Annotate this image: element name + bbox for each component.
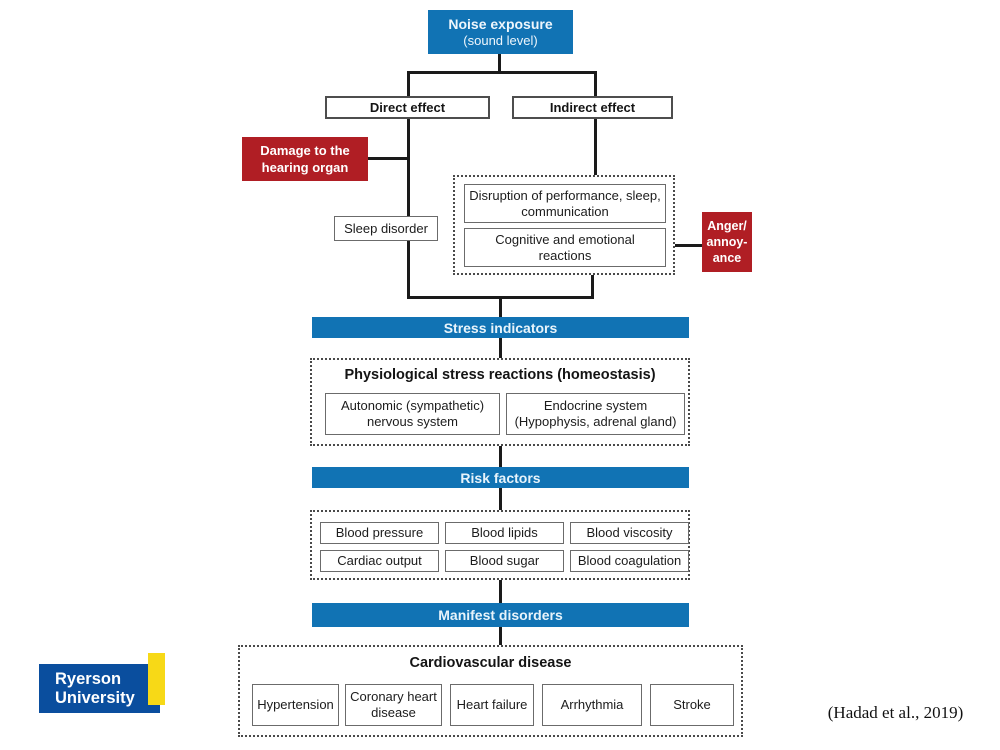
ryerson-logo-yellow-bar <box>148 653 165 705</box>
connector-anger <box>675 244 702 247</box>
noise-exposure-subtitle: (sound level) <box>463 33 538 48</box>
cardiovascular-group: Cardiovascular disease Hypertension Coro… <box>238 645 743 737</box>
risk-factors-group: Blood pressure Blood lipids Blood viscos… <box>310 510 690 580</box>
connector-top-horizontal <box>407 71 597 74</box>
risk-factors-bar: Risk factors <box>312 467 689 488</box>
cognitive-box: Cognitive and emotional reactions <box>464 228 666 267</box>
connector-risk-to-grid <box>499 488 502 510</box>
noise-exposure-title: Noise exposure <box>448 16 553 32</box>
anger-annoyance-box: Anger/ annoy- ance <box>702 212 752 272</box>
connector-direct-drop <box>407 71 410 97</box>
cardio-item-coronary-heart-disease: Coronary heart disease <box>345 684 442 726</box>
cardio-item-stroke: Stroke <box>650 684 734 726</box>
risk-item-blood-coagulation: Blood coagulation <box>570 550 689 572</box>
risk-item-blood-viscosity: Blood viscosity <box>570 522 689 544</box>
ryerson-logo-line1: Ryerson <box>55 669 122 688</box>
connector-direct-long <box>407 118 410 299</box>
endocrine-box: Endocrine system (Hypophysis, adrenal gl… <box>506 393 685 435</box>
connector-indirect-drop <box>594 71 597 97</box>
noise-exposure-box: Noise exposure (sound level) <box>428 10 573 54</box>
connector-noise-down <box>498 54 501 73</box>
connector-damage <box>368 157 407 160</box>
stress-indicators-bar: Stress indicators <box>312 317 689 338</box>
connector-physio-to-risk <box>499 446 502 467</box>
connector-grid-to-manifest <box>499 580 502 603</box>
sleep-disorder-box: Sleep disorder <box>334 216 438 241</box>
citation-text: (Hadad et al., 2019) <box>827 703 964 722</box>
indirect-effects-group: Disruption of performance, sleep, commun… <box>453 175 675 275</box>
cardiovascular-title: Cardiovascular disease <box>409 655 572 671</box>
damage-hearing-box: Damage to the hearing organ <box>242 137 368 181</box>
disruption-box: Disruption of performance, sleep, commun… <box>464 184 666 223</box>
risk-item-blood-pressure: Blood pressure <box>320 522 439 544</box>
autonomic-box: Autonomic (sympathetic) nervous system <box>325 393 500 435</box>
indirect-effect-box: Indirect effect <box>512 96 673 119</box>
connector-indirect-to-dotted <box>594 118 597 176</box>
cardio-item-heart-failure: Heart failure <box>450 684 534 726</box>
ryerson-logo-line2: University <box>55 688 135 707</box>
manifest-disorders-bar: Manifest disorders <box>312 603 689 627</box>
ryerson-logo: Ryerson University <box>39 664 160 713</box>
cardio-item-arrhythmia: Arrhythmia <box>542 684 642 726</box>
direct-effect-box: Direct effect <box>325 96 490 119</box>
connector-manifest-to-cardio <box>499 627 502 645</box>
connector-stress-to-physio <box>499 338 502 358</box>
physiological-group: Physiological stress reactions (homeosta… <box>310 358 690 446</box>
connector-dotted-down <box>591 274 594 299</box>
risk-item-blood-lipids: Blood lipids <box>445 522 564 544</box>
cardio-item-hypertension: Hypertension <box>252 684 339 726</box>
risk-item-blood-sugar: Blood sugar <box>445 550 564 572</box>
connector-to-stress <box>499 296 502 317</box>
physiological-title: Physiological stress reactions (homeosta… <box>344 367 656 383</box>
risk-item-cardiac-output: Cardiac output <box>320 550 439 572</box>
